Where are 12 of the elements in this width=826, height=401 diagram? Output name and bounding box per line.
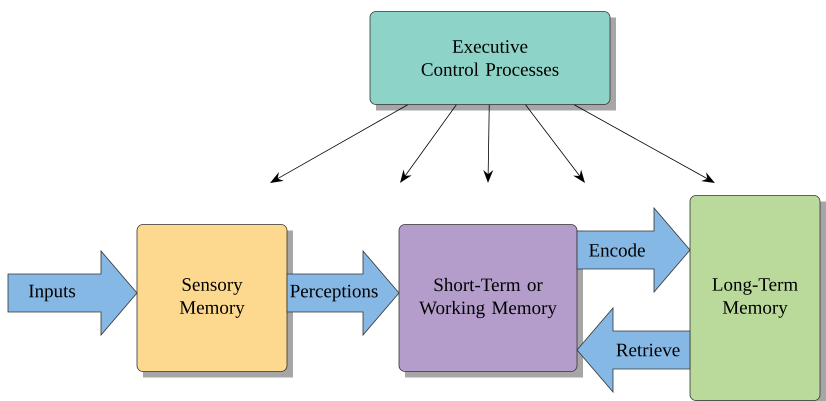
block-arrow [8, 250, 138, 336]
edge-label: Encode [589, 243, 645, 257]
block-arrow [576, 306, 690, 394]
process-box: Executive Control Processes [370, 11, 616, 110]
edge-label: Inputs [28, 284, 76, 302]
arrow [525, 104, 585, 183]
process-box: Short-Term or Working Memory [398, 224, 583, 378]
process-box: Long-Term Memory [690, 195, 826, 401]
block-arrow [576, 206, 691, 294]
edge-label: Perceptions [290, 284, 378, 302]
block-arrow [286, 250, 400, 336]
edge-label: Retrieve [616, 344, 680, 356]
